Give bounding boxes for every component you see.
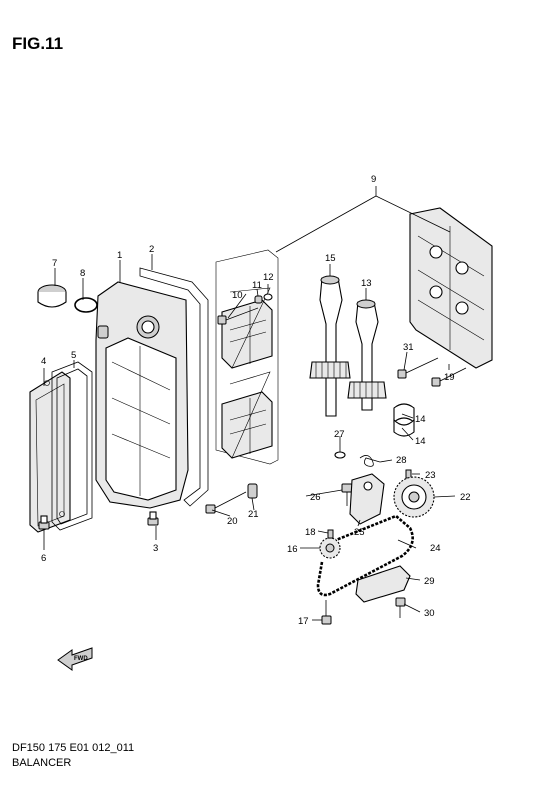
callout-30: 30 (424, 608, 435, 619)
callout-12: 12 (263, 272, 274, 283)
callout-13: 13 (361, 278, 372, 289)
o-ring-part-8 (74, 297, 98, 313)
bolt-part-19 (431, 367, 467, 387)
balancer-shaft-part-15 (309, 275, 351, 417)
callout-31: 31 (403, 342, 414, 353)
side-cover-part-4 (29, 371, 71, 533)
callout-16: 16 (287, 544, 298, 555)
bolt-part-10 (217, 307, 259, 325)
callout-8: 8 (80, 268, 85, 279)
callout-26: 26 (310, 492, 321, 503)
callout-17: 17 (298, 616, 309, 627)
callout-20: 20 (227, 516, 238, 527)
gasket-part-5 (51, 361, 93, 531)
callout-18: 18 (305, 527, 316, 538)
bolt-part-6 (38, 515, 50, 530)
bracket-group-box (215, 249, 279, 465)
callout-1: 1 (117, 250, 122, 261)
callout-9: 9 (371, 174, 376, 185)
case-gasket-part-2 (139, 267, 209, 507)
callout-28: 28 (396, 455, 407, 466)
chain-guide-part-29 (355, 565, 411, 603)
sprocket-part-16 (319, 537, 341, 559)
tensioner-lever-part-25 (349, 473, 385, 525)
callout-23: 23 (425, 470, 436, 481)
callout-2: 2 (149, 244, 154, 255)
assembly-name: BALANCER (12, 757, 72, 769)
fwd-label: FWD (74, 656, 88, 662)
callout-24: 24 (430, 543, 441, 554)
callout-10: 10 (232, 290, 243, 301)
balancer-shaft-part-13 (347, 299, 387, 411)
callout-22: 22 (460, 492, 471, 503)
bolt-part-31 (397, 357, 439, 379)
callout-4: 4 (41, 356, 46, 367)
bolt-part-20 (205, 491, 247, 514)
pin-part-23 (405, 469, 412, 479)
filler-cap-part-7 (37, 284, 67, 308)
callout-14b: 14 (415, 436, 426, 447)
callout-29: 29 (424, 576, 435, 587)
balancer-case-part-1 (95, 281, 189, 509)
figure-title: FIG.11 (12, 34, 64, 53)
sprocket-part-22 (393, 476, 435, 518)
washer-part-27 (334, 451, 346, 459)
callout-14a: 14 (415, 414, 426, 425)
bolt-part-30 (395, 597, 406, 618)
drawing-code: DF150 175 E01 012_011 (12, 742, 135, 754)
bolt-part-3 (147, 511, 159, 526)
washer-part-12 (263, 293, 273, 301)
callout-3: 3 (153, 543, 158, 554)
callout-labels: 1 2 3 4 5 6 7 8 9 10 11 12 13 14 14 15 1… (41, 174, 471, 627)
bolt-part-17 (321, 600, 332, 625)
fwd-arrow-icon: FWD (57, 647, 93, 671)
callout-19: 19 (444, 372, 455, 383)
dowel-part-11 (254, 295, 263, 304)
leader-lines (43, 254, 456, 621)
callout-5: 5 (71, 350, 76, 361)
callout-21: 21 (248, 509, 259, 520)
callout-11: 11 (252, 280, 262, 291)
callout-15: 15 (325, 253, 336, 264)
callout-27: 27 (334, 429, 345, 440)
dowel-part-21 (247, 483, 258, 499)
callout-25: 25 (354, 527, 365, 538)
chain-part-24 (316, 514, 414, 597)
bracket-assembly-part-9 (409, 207, 493, 369)
spring-part-28 (359, 455, 381, 467)
callout-7: 7 (52, 258, 57, 269)
callout-6: 6 (41, 553, 46, 564)
bolt-part-26 (341, 483, 353, 506)
key-part-18 (327, 529, 334, 539)
bushing-part-14 (393, 403, 415, 437)
